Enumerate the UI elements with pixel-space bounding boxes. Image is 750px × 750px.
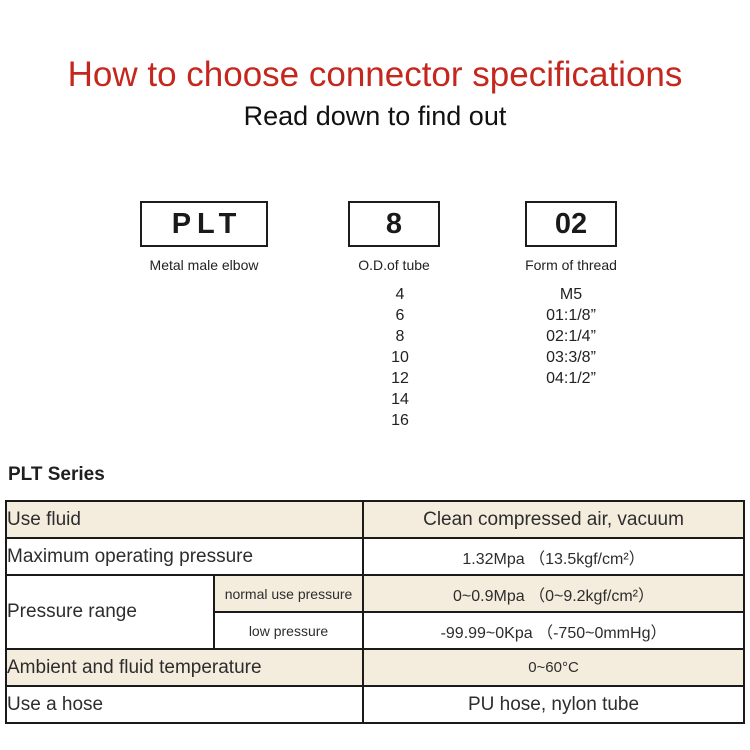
plt-series-spec-table: Use fluid Clean compressed air, vacuum M… <box>4 500 746 724</box>
spec-value-low-pressure: -99.99~0Kpa （-750~0mmHg） <box>362 611 746 650</box>
spec-label-max-pressure: Maximum operating pressure <box>4 537 365 576</box>
code-box-tube-od: 8 <box>348 201 440 247</box>
code-box-thread-form-label: Form of thread <box>525 257 617 273</box>
spec-sublabel-low-pressure: low pressure <box>212 611 365 650</box>
code-box-tube-od-label: O.D.of tube <box>358 257 430 273</box>
code-box-model: PLT <box>140 201 268 247</box>
table-row: Maximum operating pressure 1.32Mpa （13.5… <box>4 537 746 576</box>
spec-value-hose: PU hose, nylon tube <box>362 685 746 724</box>
tube-od-option: 10 <box>391 349 409 366</box>
thread-form-option: 03:3/8” <box>546 349 596 366</box>
spec-value-max-pressure: 1.32Mpa （13.5kgf/cm²） <box>362 537 746 576</box>
thread-form-option-list: M5 01:1/8” 02:1/4” 03:3/8” 04:1/2” <box>471 284 671 389</box>
thread-form-option: 02:1/4” <box>546 328 596 345</box>
tube-od-option: 16 <box>391 412 409 429</box>
spec-value-normal-pressure: 0~0.9Mpa （0~9.2kgf/cm²） <box>362 574 746 613</box>
tube-od-option: 6 <box>395 307 405 324</box>
code-box-thread-form: 02 <box>525 201 617 247</box>
spec-sublabel-normal-pressure: normal use pressure <box>212 574 365 613</box>
table-row: Pressure range normal use pressure 0~0.9… <box>5 574 746 650</box>
spec-label-hose: Use a hose <box>4 685 365 724</box>
thread-form-option: M5 <box>559 286 583 303</box>
table-row: Use a hose PU hose, nylon tube <box>4 685 746 724</box>
spec-label-use-fluid: Use fluid <box>4 500 365 539</box>
table-row: Use fluid Clean compressed air, vacuum <box>4 500 746 539</box>
thread-form-option: 04:1/2” <box>546 370 596 387</box>
page-subtitle: Read down to find out <box>243 101 507 131</box>
thread-form-option: 01:1/8” <box>546 307 596 324</box>
tube-od-option-list: 4 6 8 10 12 14 16 <box>300 284 500 431</box>
spec-label-temperature: Ambient and fluid temperature <box>4 648 365 687</box>
tube-od-option: 4 <box>395 286 405 303</box>
table-row: Ambient and fluid temperature 0~60°C <box>4 648 746 687</box>
spec-value-temperature: 0~60°C <box>362 648 746 687</box>
tube-od-option: 12 <box>391 370 409 387</box>
tube-od-option: 14 <box>391 391 409 408</box>
code-box-model-label: Metal male elbow <box>149 257 259 273</box>
table-row: low pressure -99.99~0Kpa （-750~0mmHg） <box>6 611 746 650</box>
page-title: How to choose connector specifications <box>67 55 683 94</box>
series-heading: PLT Series <box>8 464 105 485</box>
tube-od-option: 8 <box>395 328 405 345</box>
spec-value-use-fluid: Clean compressed air, vacuum <box>362 500 746 539</box>
spec-label-pressure-range: Pressure range <box>5 574 215 650</box>
